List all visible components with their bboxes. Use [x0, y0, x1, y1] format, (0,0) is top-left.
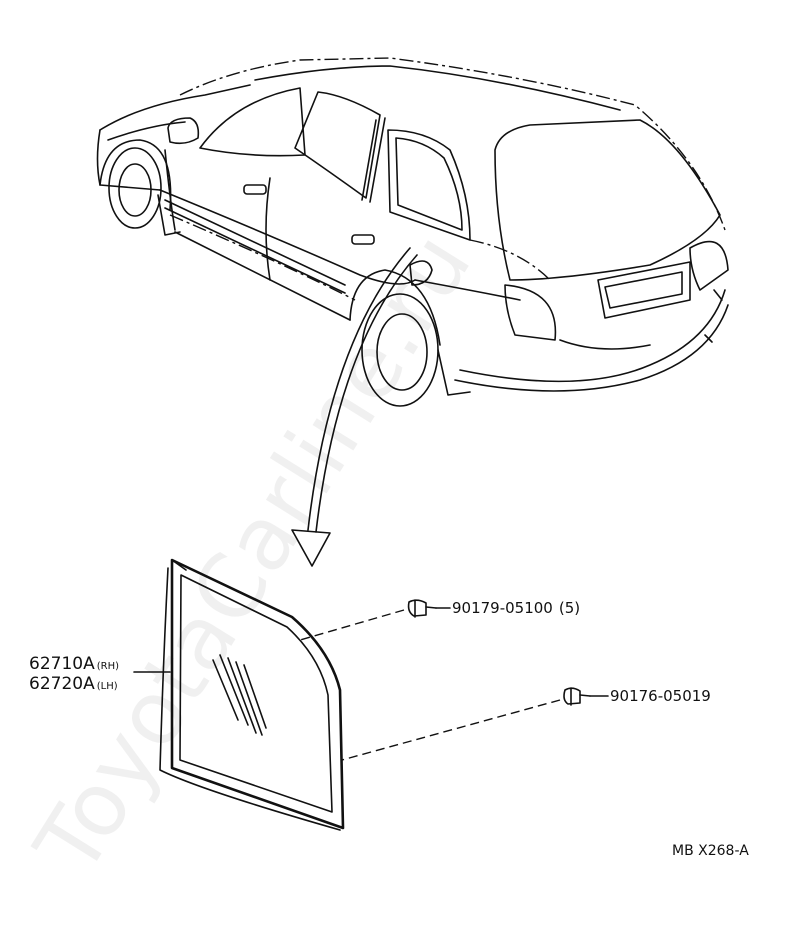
callout-arrow	[291, 247, 418, 567]
part-number-lh: 62720A(LH)	[29, 674, 118, 694]
diagram-reference: MB X268-A	[672, 843, 749, 859]
fastener-2-number: 90176-05019	[610, 687, 711, 705]
watermark-text: ToyotaCarline.ru	[15, 215, 491, 892]
part-number-rh: 62710A(RH)	[29, 654, 119, 674]
quarter-window-glass	[159, 558, 345, 831]
fastener-2-leader	[341, 699, 561, 761]
fastener-1-number: 90179-05100(5)	[452, 599, 580, 617]
clip-icon-2	[563, 687, 591, 706]
car-illustration	[96, 57, 729, 407]
clip-icon-1	[407, 599, 437, 618]
fastener-1-leader	[299, 609, 405, 641]
